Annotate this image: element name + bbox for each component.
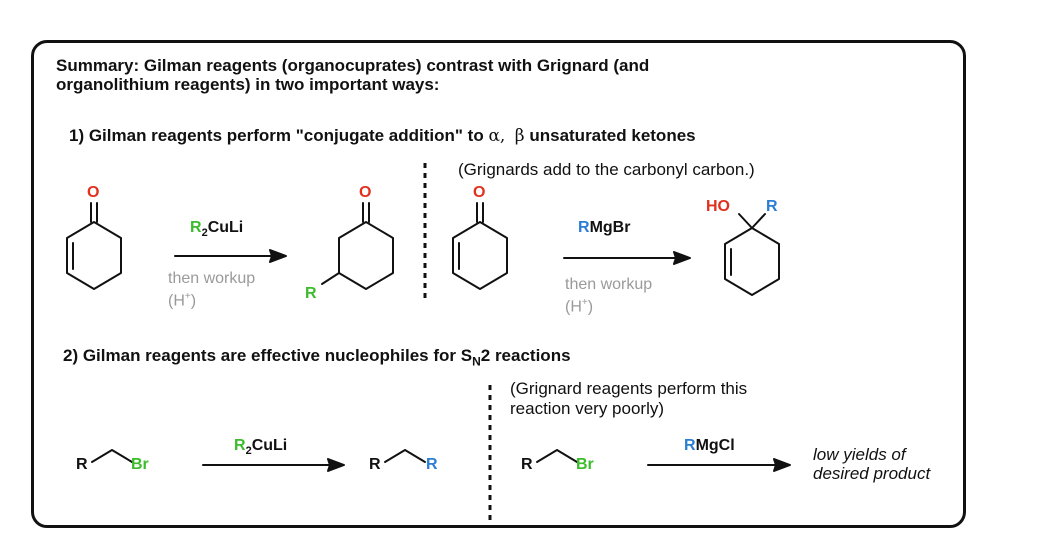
point-2-suffix: 2 reactions bbox=[480, 346, 571, 365]
grignard-note-2-line-1: (Grignard reagents perform this bbox=[510, 379, 748, 398]
workup-pre: (H bbox=[168, 292, 185, 310]
summary-line-2: organolithium reagents) in two important… bbox=[56, 75, 440, 94]
workup-post-2: ) bbox=[587, 298, 594, 316]
grignard-note-2-line-2: reaction very poorly) bbox=[510, 399, 665, 418]
point-2-heading: 2) Gilman reagents are effective nucleop… bbox=[63, 346, 571, 368]
reagent-r-label: R bbox=[190, 219, 202, 236]
point-1-suffix: unsaturated ketones bbox=[524, 126, 696, 145]
alpha-symbol: α, bbox=[488, 126, 506, 146]
grignard-note-2: (Grignard reagents perform this reaction… bbox=[510, 379, 747, 419]
alkyl-bromide-bonds-2 bbox=[536, 449, 578, 463]
workup-sup-2: + bbox=[581, 297, 588, 308]
r-substituent-bond bbox=[321, 272, 340, 285]
point-2-prefix: 2) Gilman reagents are effective nucleop… bbox=[63, 346, 473, 365]
reagent-subscript: 2 bbox=[201, 227, 208, 240]
arrow-3-head bbox=[327, 458, 345, 472]
cyclohexanone-ring-product bbox=[338, 221, 394, 290]
oxygen-label-1: O bbox=[87, 184, 100, 201]
alcohol-ring-product bbox=[724, 227, 780, 296]
point-1-heading: 1) Gilman reagents perform "conjugate ad… bbox=[69, 126, 696, 146]
product-r-label: R bbox=[305, 285, 317, 302]
substrate-br-label-1: Br bbox=[131, 456, 149, 473]
point-2-subscript: N bbox=[472, 354, 481, 369]
workup-pre-2: (H bbox=[565, 298, 582, 316]
summary-line-1: Summary: Gilman reagents (organocuprates… bbox=[56, 56, 650, 75]
workup-line-1: then workup bbox=[168, 270, 256, 287]
alkyl-bromide-bonds-1 bbox=[91, 449, 133, 463]
reagent-rmgbr: RMgBr bbox=[578, 219, 630, 237]
reagent-subscript-3: 2 bbox=[245, 445, 252, 458]
summary-panel bbox=[31, 40, 966, 528]
hydroxyl-label: HO bbox=[706, 198, 730, 215]
alkane-product-bonds bbox=[384, 449, 426, 463]
product-r2-label: R bbox=[426, 456, 438, 473]
reagent-r-label-4: R bbox=[684, 437, 696, 454]
summary-heading: Summary: Gilman reagents (organocuprates… bbox=[56, 56, 649, 94]
product-r-label-2: R bbox=[766, 198, 778, 215]
substrate-br-label-2: Br bbox=[576, 456, 594, 473]
ho-bond bbox=[738, 213, 753, 229]
reagent-rest-3: CuLi bbox=[251, 437, 288, 454]
r-bond bbox=[751, 213, 766, 229]
result-line-1: low yields of bbox=[813, 445, 906, 464]
low-yield-result: low yields of desired product bbox=[813, 445, 930, 483]
arrow-2-head bbox=[673, 251, 691, 265]
workup-line-2b: (H+) bbox=[565, 294, 652, 316]
workup-post: ) bbox=[190, 292, 197, 310]
grignard-note-1: (Grignards add to the carbonyl carbon.) bbox=[458, 160, 755, 179]
substrate-r-label-1: R bbox=[76, 456, 88, 473]
workup-line-1b: then workup bbox=[565, 276, 653, 293]
reagent-r-label-3: R bbox=[234, 437, 246, 454]
workup-line-2: (H+) bbox=[168, 288, 255, 310]
result-line-2: desired product bbox=[813, 464, 931, 483]
reagent-rmgcl: RMgCl bbox=[684, 437, 735, 455]
point-1-prefix: 1) Gilman reagents perform "conjugate ad… bbox=[69, 126, 489, 145]
workup-note-1: then workup (H+) bbox=[168, 270, 255, 310]
beta-symbol: β bbox=[514, 126, 525, 146]
reagent-rest-2: MgBr bbox=[589, 219, 631, 236]
reagent-r2culi-1: R2CuLi bbox=[190, 219, 243, 239]
reagent-r-label-2: R bbox=[578, 219, 590, 236]
product-r1-label: R bbox=[369, 456, 381, 473]
reagent-rest: CuLi bbox=[207, 219, 244, 236]
workup-sup: + bbox=[184, 291, 191, 302]
reagent-rest-4: MgCl bbox=[695, 437, 735, 454]
reagent-r2culi-2: R2CuLi bbox=[234, 437, 287, 457]
oxygen-label-3: O bbox=[473, 184, 486, 201]
oxygen-label-2: O bbox=[359, 184, 372, 201]
cyclohexenone-ring-2 bbox=[452, 221, 508, 290]
cyclohexenone-ring-1 bbox=[66, 221, 122, 290]
substrate-r-label-2: R bbox=[521, 456, 533, 473]
arrow-4-head bbox=[773, 458, 791, 472]
arrow-1-head bbox=[269, 249, 287, 263]
workup-note-2: then workup (H+) bbox=[565, 276, 652, 316]
